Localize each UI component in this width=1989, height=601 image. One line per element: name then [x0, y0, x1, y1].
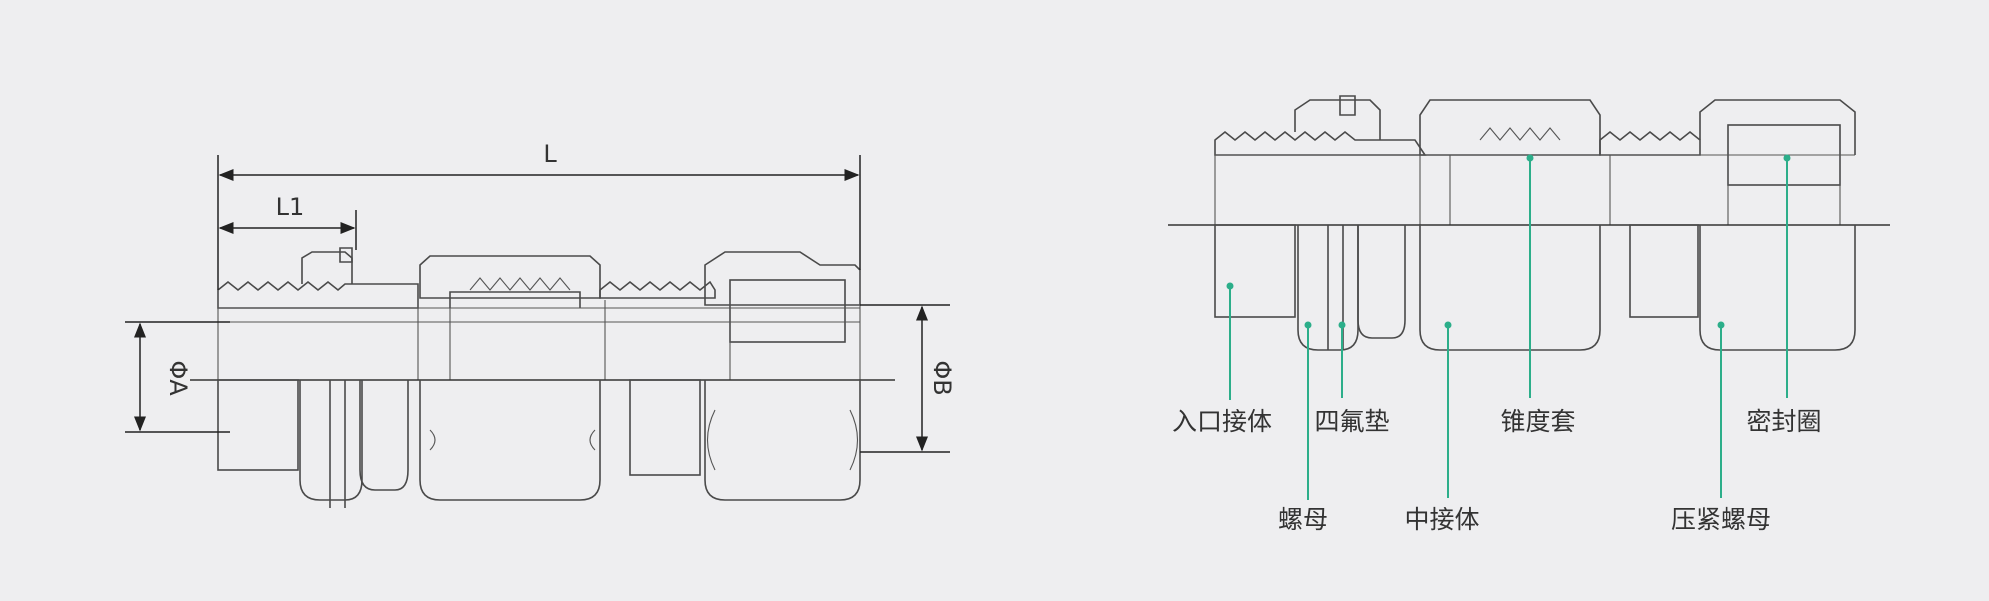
dimension-phiB-label: ΦB	[928, 360, 956, 395]
dimension-phiA: ΦA	[125, 321, 230, 433]
label-ptfe-gasket: 四氟垫	[1314, 407, 1389, 436]
dimension-L: L	[217, 140, 861, 290]
label-lock-nut: 螺母	[1278, 505, 1328, 534]
dimension-L1: L1	[218, 193, 357, 250]
dot-inlet-body	[1226, 282, 1234, 290]
right-view: 入口接体 四氟垫 锥度套 密封圈 螺母 中接体 压紧螺母	[1168, 95, 1890, 534]
label-cone-sleeve: 锥度套	[1500, 407, 1575, 436]
dot-ptfe-gasket	[1338, 321, 1346, 329]
label-inlet-body: 入口接体	[1172, 407, 1272, 436]
dimension-L1-label: L1	[276, 193, 305, 221]
dot-cone-sleeve	[1526, 154, 1534, 162]
dimension-L-label: L	[543, 140, 557, 168]
dot-seal-ring	[1783, 154, 1791, 162]
dimension-phiB: ΦB	[860, 304, 956, 453]
label-seal-ring: 密封圈	[1746, 407, 1821, 436]
callout-labels: 入口接体 四氟垫 锥度套 密封圈 螺母 中接体 压紧螺母	[1172, 407, 1822, 534]
right-exterior-lower	[1214, 224, 1856, 351]
dot-compression-nut	[1717, 321, 1725, 329]
right-section-upper	[1214, 95, 1856, 225]
label-compression-nut: 压紧螺母	[1671, 505, 1771, 534]
label-middle-body: 中接体	[1404, 505, 1479, 534]
callout-leaders	[1226, 154, 1791, 500]
left-section-upper	[217, 247, 861, 380]
dot-lock-nut	[1304, 321, 1312, 329]
dot-middle-body	[1444, 321, 1452, 329]
left-view: L L1 ΦA ΦB	[125, 140, 956, 508]
dimension-phiA-label: ΦA	[164, 360, 192, 396]
left-exterior-lower	[217, 379, 861, 508]
